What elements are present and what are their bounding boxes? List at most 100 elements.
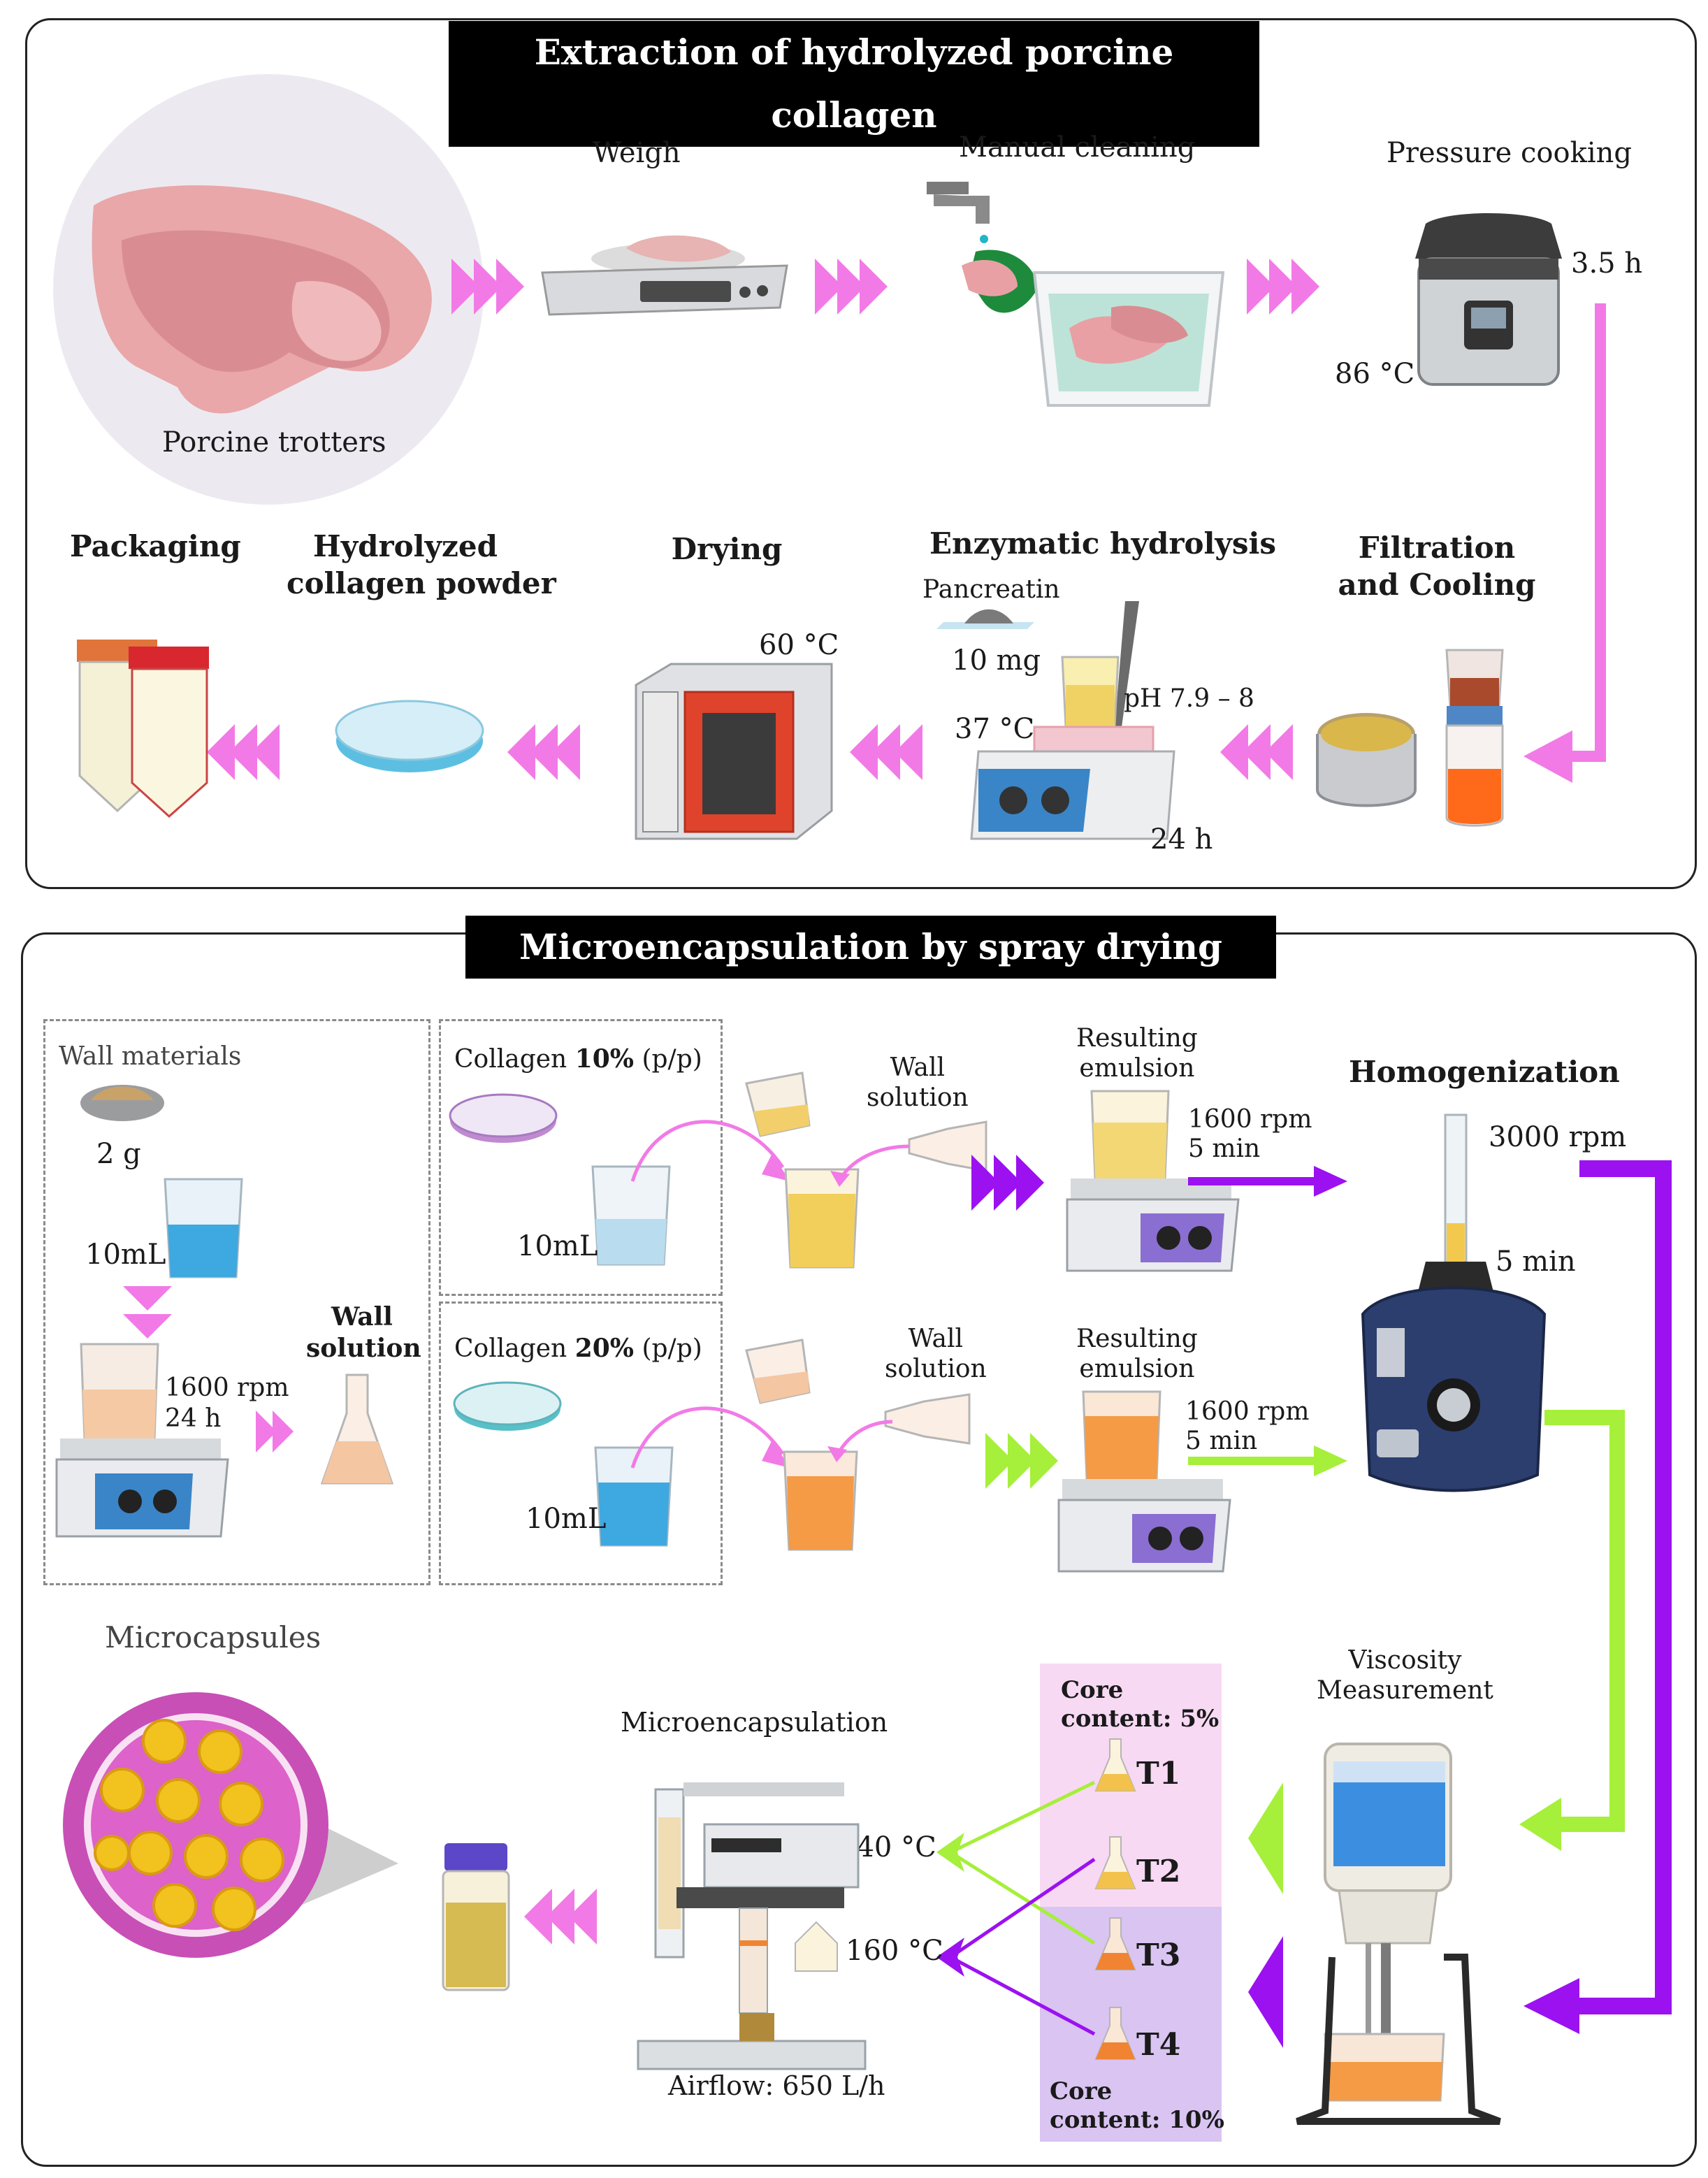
weigh-label: Weigh xyxy=(593,137,681,169)
arrow-pink-down-small xyxy=(123,1286,172,1339)
resulting-emulsion-10: Resulting emulsion xyxy=(1076,1023,1198,1083)
arrow-pink-down xyxy=(1524,303,1606,783)
resulting-20-line2: emulsion xyxy=(1079,1355,1195,1384)
enzyme-temp-label: 37 °C xyxy=(955,713,1035,745)
wall-sol-20-line2: solution xyxy=(885,1355,987,1384)
collagen10-box xyxy=(439,1019,723,1296)
faucet-hands-illustration xyxy=(927,182,1038,313)
core10-label: Core content: 10% xyxy=(1050,2077,1224,2135)
flask-pour-20 xyxy=(884,1393,971,1445)
arrow-green-right-L xyxy=(1519,1410,1625,1851)
curve-arrow-wall-20 xyxy=(827,1420,893,1462)
viscosity-line1: Viscosity xyxy=(1348,1646,1462,1675)
filtration-label: Filtration and Cooling xyxy=(1332,530,1542,603)
arrow-green-left-tri xyxy=(1248,1782,1283,1894)
stirrer-emulsion-20 xyxy=(1057,1390,1231,1573)
rpm-3000-label: 3000 rpm xyxy=(1489,1121,1627,1153)
collagen20-label: Collagen 20% (p/p) xyxy=(454,1334,702,1364)
stirrer-emulsion-10 xyxy=(1066,1090,1240,1272)
core5-line2: content: 5% xyxy=(1061,1704,1220,1733)
cook-temp-label: 86 °C xyxy=(1335,358,1415,390)
wall-solution-small-20: Wall solution xyxy=(885,1324,987,1384)
porcine-trotters-label: Porcine trotters xyxy=(162,426,386,459)
wall-solution-line1: Wall xyxy=(331,1302,393,1332)
packaging-tubes-illustration xyxy=(77,640,209,818)
filtration-line2: and Cooling xyxy=(1338,567,1536,602)
curve-arrow-wall-10 xyxy=(830,1144,910,1187)
cleaning-tray-illustration xyxy=(1032,271,1225,407)
scale-illustration xyxy=(541,235,788,316)
drying-label: Drying xyxy=(671,532,783,566)
flask-t4 xyxy=(1094,2007,1136,2060)
arrow-pink-2 xyxy=(815,259,888,315)
t3-label: T3 xyxy=(1136,1938,1181,1973)
pct-10: 10% xyxy=(574,1044,635,1074)
wall-materials-label: Wall materials xyxy=(59,1042,242,1071)
microencapsulation-label: Microencapsulation xyxy=(621,1707,888,1738)
drying-oven-illustration xyxy=(635,663,833,840)
wall-prep-box xyxy=(43,1019,430,1585)
petri-collagen20 xyxy=(453,1381,562,1431)
wall-material-dish-illustration xyxy=(80,1085,164,1121)
t2-label: T2 xyxy=(1136,1854,1181,1889)
microcapsule-jar-illustration xyxy=(442,1843,510,1991)
mass-2g-label: 2 g xyxy=(96,1138,141,1170)
arrow-purple-triple xyxy=(971,1155,1044,1211)
rpm-1600-a: 1600 rpm xyxy=(165,1373,289,1402)
wall-sol-10-line2: solution xyxy=(867,1083,969,1113)
small-beaker-pour-10 xyxy=(745,1072,811,1137)
beaker-collagen10 xyxy=(591,1165,671,1266)
pancreatin-label: Pancreatin xyxy=(922,575,1060,604)
microencapsulation-title: Microencapsulation by spray drying xyxy=(465,916,1276,979)
t1-label: T1 xyxy=(1136,1756,1181,1791)
arrow-purple-to-homogenizer xyxy=(1188,1166,1347,1197)
enzyme-time-label: 24 h xyxy=(1150,823,1213,856)
pct-20: 20% xyxy=(574,1334,635,1363)
arrow-pink-wall xyxy=(256,1411,294,1452)
viscometer-illustration xyxy=(1296,1743,1501,2125)
resulting-20-line1: Resulting xyxy=(1076,1325,1198,1353)
min-5-b2: 5 min xyxy=(1185,1427,1258,1455)
time-24h-label: 24 h xyxy=(165,1404,222,1433)
arrow-pink-left-2 xyxy=(850,724,922,780)
filtration-line1: Filtration xyxy=(1358,531,1516,565)
arrow-pink-1 xyxy=(451,259,524,315)
collagen20-word: Collagen xyxy=(454,1334,567,1363)
flask-wall-solution xyxy=(320,1373,394,1485)
beaker-blue-1 xyxy=(164,1178,243,1278)
wall-solution-small-10: Wall solution xyxy=(867,1053,969,1113)
flask-t1 xyxy=(1094,1738,1136,1791)
beaker-mix-yellow xyxy=(784,1168,860,1269)
enzymatic-label: Enzymatic hydrolysis xyxy=(929,526,1277,561)
arrow-purple-left-tri xyxy=(1248,1936,1283,2048)
viscosity-line2: Measurement xyxy=(1317,1676,1493,1705)
resulting-10-line2: emulsion xyxy=(1079,1054,1195,1083)
pressure-cooking-label: Pressure cooking xyxy=(1387,137,1632,169)
arrow-green-to-homogenizer xyxy=(1188,1445,1347,1476)
pancreatin-powder-illustration xyxy=(936,609,1034,629)
arrow-green-triple xyxy=(985,1433,1058,1489)
powder-line1: Hydrolyzed xyxy=(313,529,498,563)
t4-label: T4 xyxy=(1136,2027,1181,2063)
collagen20-box xyxy=(439,1301,723,1585)
stirrer-wall-illustration xyxy=(55,1343,229,1538)
powder-line2: collagen powder xyxy=(287,565,556,600)
extraction-title: Extraction of hydrolyzed porcine collage… xyxy=(449,21,1259,147)
arrow-pink-left-micro xyxy=(524,1889,597,1945)
temp-160-label: 160 °C xyxy=(846,1935,943,1967)
pressure-cooker-illustration xyxy=(1415,213,1562,386)
arrow-pink-left-4 xyxy=(207,724,280,780)
flask-t2 xyxy=(1094,1836,1136,1889)
pp-20: (p/p) xyxy=(642,1334,702,1363)
core10-box xyxy=(1040,1907,1222,2142)
resulting-10-line1: Resulting xyxy=(1076,1024,1198,1053)
viscosity-label: Viscosity Measurement xyxy=(1317,1645,1493,1705)
arrow-pink-left-1 xyxy=(1220,724,1293,780)
vol-10ml-b: 10mL xyxy=(517,1230,598,1262)
beaker-mix-orange xyxy=(783,1450,858,1551)
rpm-1600-b2: 1600 rpm xyxy=(1185,1397,1310,1426)
drying-temp-label: 60 °C xyxy=(759,629,839,661)
arrow-pink-3 xyxy=(1247,259,1319,315)
cook-time-label: 3.5 h xyxy=(1571,247,1643,280)
wall-sol-10-line1: Wall xyxy=(890,1053,946,1082)
